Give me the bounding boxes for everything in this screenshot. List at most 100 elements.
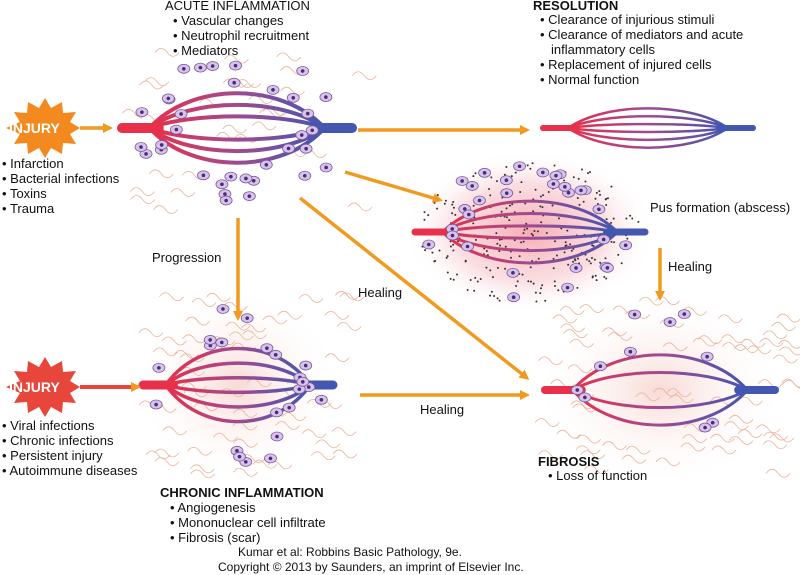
- fiber: [248, 95, 274, 104]
- debris-dot: [485, 250, 488, 253]
- fiber: [262, 315, 288, 325]
- cell-nucleus: [208, 338, 212, 342]
- fiber: [762, 330, 788, 340]
- cell-nucleus: [304, 146, 308, 151]
- debris-dot: [433, 201, 436, 204]
- debris-dot: [570, 249, 573, 252]
- capillary: [164, 346, 312, 387]
- cell-nucleus: [229, 174, 233, 179]
- fiber: [584, 465, 609, 474]
- fiber: [740, 338, 766, 348]
- debris-dot: [539, 205, 542, 208]
- debris-dot: [496, 242, 499, 245]
- fiber: [301, 429, 327, 439]
- cell-nucleus: [705, 354, 709, 359]
- fiber: [538, 450, 563, 460]
- cell-nucleus: [551, 182, 556, 186]
- debris-dot: [530, 232, 533, 235]
- credit-line-2: Copyright © 2013 by Saunders, an imprint…: [218, 560, 524, 574]
- cell-nucleus: [140, 110, 144, 114]
- debris-dot: [505, 166, 508, 169]
- cell-nucleus: [450, 233, 455, 238]
- fiber: [567, 364, 593, 374]
- fiber: [776, 313, 800, 323]
- debris-dot: [567, 263, 570, 266]
- fiber: [602, 327, 627, 337]
- cell-nucleus: [601, 237, 606, 242]
- cell-nucleus: [245, 316, 249, 320]
- fiber: [724, 421, 749, 431]
- debris-dot: [529, 266, 532, 269]
- debris-dot: [529, 167, 532, 170]
- fiber: [758, 379, 783, 389]
- fiber: [153, 347, 178, 357]
- cell-nucleus: [668, 320, 672, 324]
- debris-dot: [505, 207, 508, 210]
- cell-nucleus: [504, 191, 509, 195]
- capillary: [571, 353, 749, 391]
- fiber: [778, 339, 800, 349]
- cell-nucleus: [268, 456, 273, 461]
- acute-title: ACUTE INFLAMMATION: [165, 0, 310, 13]
- debris-dot: [553, 164, 556, 167]
- capillary: [571, 370, 749, 392]
- debris-dot: [527, 280, 530, 283]
- chronic-title: CHRONIC INFLAMMATION: [160, 485, 324, 500]
- capillary: [442, 230, 618, 240]
- arrows: [80, 123, 665, 400]
- debris-dot: [540, 287, 543, 290]
- fibrosis-item-1: • Loss of function: [548, 468, 647, 483]
- cell-nucleus: [264, 162, 269, 167]
- cause-item: • Bacterial infections: [2, 171, 120, 186]
- fiber: [782, 379, 800, 389]
- cell-nucleus: [244, 176, 248, 181]
- cell-nucleus: [566, 190, 571, 195]
- debris-dot: [520, 181, 523, 184]
- debris-dot: [469, 279, 472, 282]
- capillary: [148, 114, 326, 130]
- debris-dot: [565, 244, 568, 247]
- debris-dot: [595, 279, 598, 282]
- capillary: [567, 107, 729, 130]
- debris-dot: [580, 168, 583, 171]
- debris-dot: [564, 241, 567, 244]
- acute-item-1: • Vascular changes: [173, 13, 284, 28]
- fiber: [718, 314, 743, 324]
- cell-nucleus: [511, 271, 515, 275]
- fiber: [569, 338, 595, 348]
- fiber: [277, 310, 303, 320]
- fiber: [563, 329, 588, 338]
- debris-dot: [593, 258, 596, 261]
- cell-nucleus: [467, 212, 471, 217]
- fiber: [734, 344, 759, 353]
- debris-dot: [495, 232, 498, 235]
- debris-dot: [603, 275, 606, 278]
- debris-dot: [552, 267, 555, 270]
- debris-dot: [598, 190, 601, 193]
- injury-burst-acute: INJURY: [6, 98, 80, 158]
- fiber: [682, 434, 707, 443]
- fiber: [746, 345, 772, 355]
- cell-nucleus: [201, 173, 206, 178]
- debris-dot: [610, 221, 613, 224]
- fiber: [576, 434, 602, 444]
- cell-nucleus: [291, 96, 296, 100]
- cell-nucleus: [628, 349, 633, 354]
- debris-dot: [476, 280, 479, 283]
- debris-dot: [488, 188, 491, 191]
- debris-dot: [594, 197, 597, 200]
- cell-nucleus: [243, 460, 248, 464]
- fiber: [233, 467, 258, 477]
- fiber: [161, 336, 187, 346]
- debris-dot: [489, 194, 492, 197]
- cell-nucleus: [477, 198, 482, 203]
- chronic-item-3: • Fibrosis (scar): [170, 530, 261, 545]
- fiber: [153, 205, 178, 214]
- debris-dot: [532, 210, 535, 213]
- credit-line-1: Kumar et al: Robbins Basic Pathology, 9e…: [238, 545, 462, 559]
- cell-nucleus: [541, 170, 545, 175]
- fiber: [224, 54, 249, 64]
- cell-nucleus: [273, 353, 278, 357]
- debris-dot: [489, 269, 492, 272]
